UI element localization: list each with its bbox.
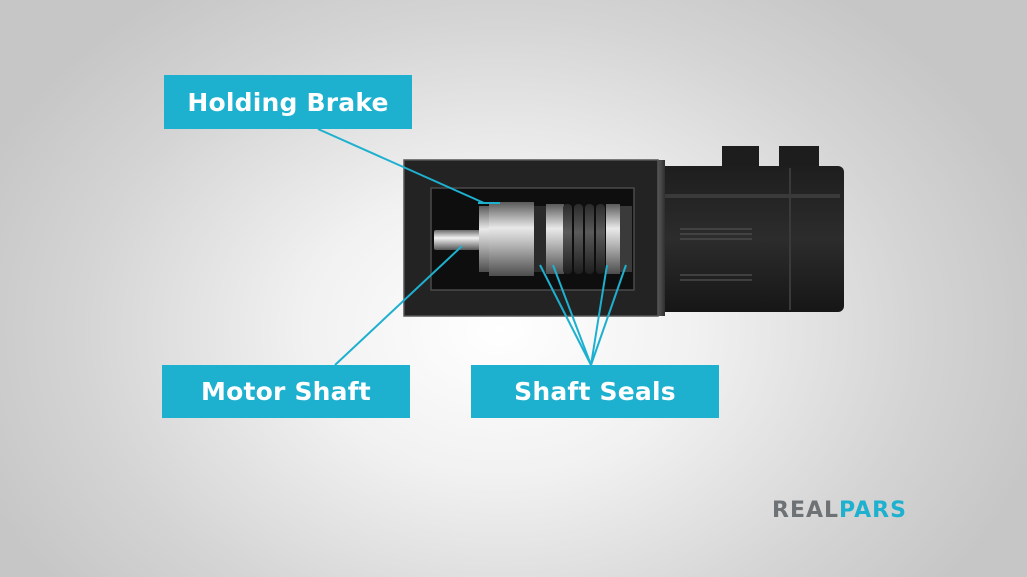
holding-brake-callout-line bbox=[317, 128, 500, 204]
motor-shaft-callout-line bbox=[334, 245, 463, 366]
logo-text-real: REAL bbox=[772, 497, 840, 523]
logo-text-pars: PARS bbox=[839, 497, 907, 523]
motor-shaft bbox=[434, 230, 486, 250]
shaft-seals-label-text: Shaft Seals bbox=[514, 377, 676, 406]
motor-shaft-label: Motor Shaft bbox=[162, 365, 410, 418]
holding-brake-label: Holding Brake bbox=[164, 75, 412, 129]
motor-flange bbox=[655, 160, 665, 316]
holding-brake-rotor bbox=[479, 202, 632, 276]
shaft-seals-label: Shaft Seals bbox=[471, 365, 719, 418]
holding-brake-label-text: Holding Brake bbox=[187, 87, 389, 117]
motor-body-rear bbox=[655, 146, 844, 312]
shaft-seals-callout-lines bbox=[539, 264, 627, 366]
shaft-seals bbox=[563, 204, 605, 274]
motor-shaft-label-text: Motor Shaft bbox=[201, 377, 371, 406]
